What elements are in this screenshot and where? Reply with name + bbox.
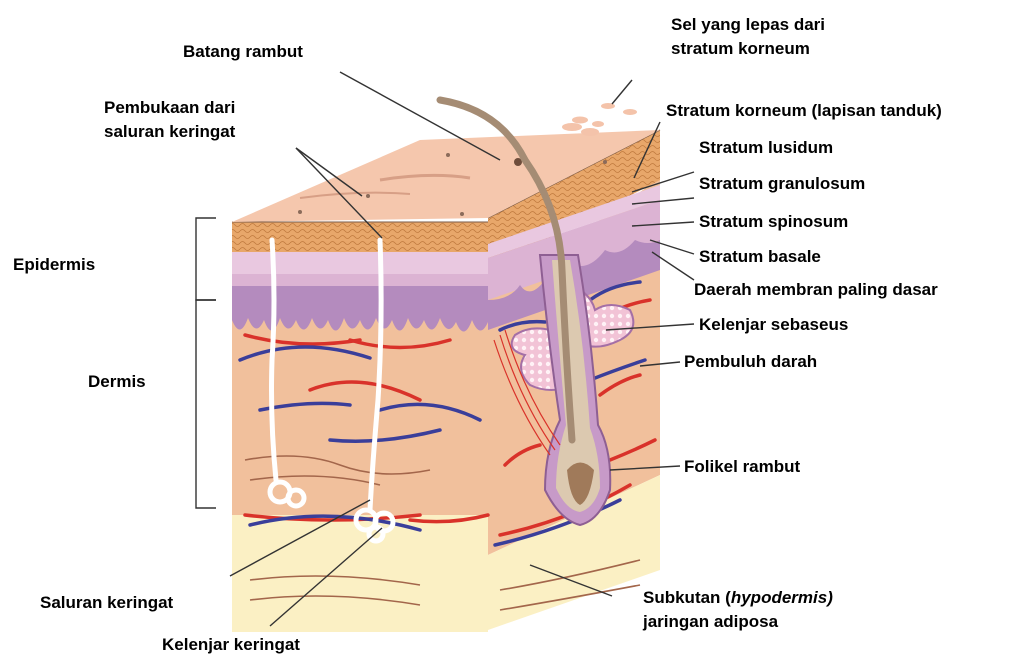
label-sel-lepas-2: stratum korneum [671, 37, 810, 60]
label-folikel-rambut: Folikel rambut [684, 455, 800, 478]
layer-brackets [196, 218, 216, 508]
label-dermis: Dermis [88, 370, 146, 393]
label-subkutan-main: Subkutan ( [643, 588, 731, 607]
label-stratum-korneum: Stratum korneum (lapisan tanduk) [666, 99, 942, 122]
label-kelenjar-keringat: Kelenjar keringat [162, 633, 300, 656]
label-stratum-spinosum: Stratum spinosum [699, 210, 848, 233]
label-stratum-basale: Stratum basale [699, 245, 821, 268]
label-subkutan-italic: hypodermis) [731, 588, 833, 607]
label-batang-rambut: Batang rambut [183, 40, 303, 63]
label-daerah-membran: Daerah membran paling dasar [694, 278, 938, 301]
label-pembukaan-1: Pembukaan dari [104, 96, 235, 119]
label-stratum-lusidum: Stratum lusidum [699, 136, 833, 159]
label-sel-lepas-1: Sel yang lepas dari [671, 13, 825, 36]
label-saluran-keringat: Saluran keringat [40, 591, 173, 614]
label-pembuluh-darah: Pembuluh darah [684, 350, 817, 373]
label-subkutan-2: jaringan adiposa [643, 610, 778, 633]
label-subkutan: Subkutan (hypodermis) [643, 586, 833, 609]
label-kelenjar-sebaseus: Kelenjar sebaseus [699, 313, 848, 336]
label-pembukaan-2: saluran keringat [104, 120, 235, 143]
label-epidermis: Epidermis [13, 253, 95, 276]
label-stratum-granulosum: Stratum granulosum [699, 172, 865, 195]
